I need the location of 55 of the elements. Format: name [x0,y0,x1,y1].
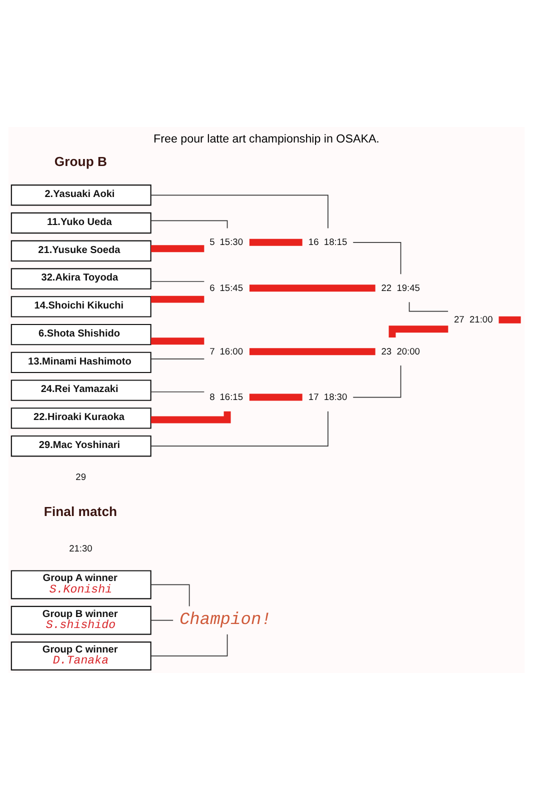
diagram-title: Free pour latte art championship in OSAKA. [154,132,380,146]
connector [150,245,204,252]
connector [150,296,204,303]
label: 21:30 [69,543,92,554]
node-box: Group C winner D.Tanaka [10,641,152,670]
connector [352,242,402,275]
node-label: 16:00 [220,346,243,356]
connector [150,410,328,446]
connector [150,620,174,621]
node-label: 15:30 [220,237,243,248]
connector [150,634,228,656]
node-box: 14.Shoichi Kikuchi [10,296,152,318]
connector [150,358,205,360]
connector [150,281,205,282]
node-box: 21.Yusuke Soeda [10,240,152,262]
node-label: 18:30 [324,392,348,402]
node-box: 29.Mac Yoshinari [10,435,152,457]
node-text: 17 [308,392,319,402]
node-label: 16:15 [220,392,243,402]
node-text: 27 [454,314,464,325]
connector [150,338,204,345]
node-label: 20:00 [396,346,420,356]
connector [498,316,521,324]
node-box: Group B winner S.shishido [10,606,152,635]
node-label: 18:15 [324,237,348,248]
connector [352,365,402,398]
node-box: Group A winner S.Konishi [10,570,152,600]
node-text: 22 [381,282,392,293]
connector [249,284,376,292]
node-text: Champion! [179,610,272,630]
node-label: 15:45 [220,282,243,293]
node-label: 21:00 [470,314,493,325]
node-box: 11.Yuko Ueda [10,212,152,234]
node-box: 24.Rei Yamazaki [10,380,152,401]
connector [249,238,302,246]
label: Group B [54,154,108,169]
node-box: 32.Akira Toyoda [10,268,152,290]
label: Final match [44,504,118,519]
node-text: 23 [381,346,392,356]
node-label: 19:45 [396,282,420,293]
node-text: 6 [210,282,215,293]
node-text: 16 [308,237,319,248]
node-text: 5 [210,237,215,248]
label: 29 [76,472,86,482]
node-box: 2.Yasuaki Aoki [10,184,152,206]
connector [249,394,302,401]
connector [150,194,328,229]
node-box: 6.Shota Shishido [10,324,152,346]
node-text: 8 [210,392,215,402]
node-text: 7 [210,346,215,356]
node-box: 22.Hiroaki Kuraoka [10,408,152,429]
connector [249,348,376,356]
node-box: 13.Minami Hashimoto [10,352,152,374]
connector [150,584,190,607]
connector [150,391,205,392]
